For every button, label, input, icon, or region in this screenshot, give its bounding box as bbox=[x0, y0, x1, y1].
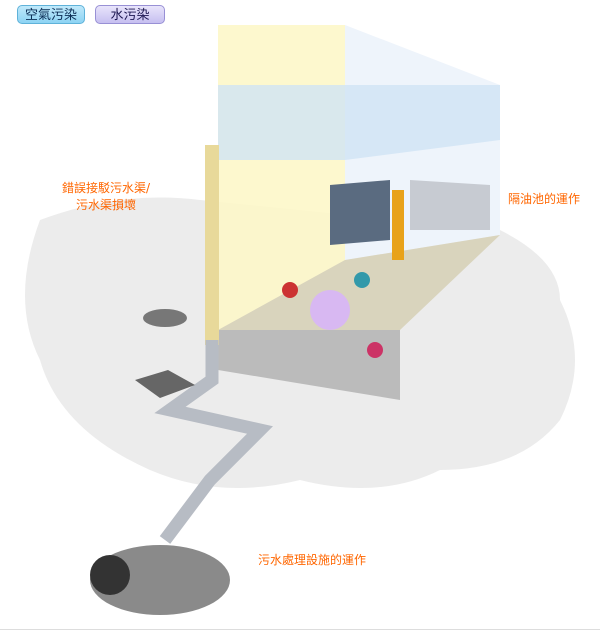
link-misconnection[interactable]: 錯誤接駁污水渠/ 污水渠損壞 bbox=[62, 180, 150, 214]
sewer-pipe bbox=[154, 340, 273, 544]
link-treatment[interactable]: 污水處理設施的運作 bbox=[258, 553, 367, 567]
cook bbox=[392, 190, 404, 260]
treatment-wheel bbox=[90, 555, 130, 595]
vertical-pipe bbox=[205, 145, 219, 345]
tab-air-pollution[interactable]: 空氣污染 bbox=[17, 5, 85, 24]
person bbox=[354, 272, 370, 288]
sink-counter bbox=[410, 180, 490, 230]
person bbox=[367, 342, 383, 358]
drain-grate bbox=[218, 330, 400, 400]
label-line: 錯誤接駁污水渠/ bbox=[62, 181, 151, 195]
label-line: 污水渠損壞 bbox=[76, 198, 137, 212]
manhole bbox=[143, 309, 187, 327]
tab-water-pollution[interactable]: 水污染 bbox=[95, 5, 165, 24]
stove bbox=[330, 180, 390, 245]
manhole-square bbox=[135, 370, 195, 398]
person bbox=[282, 282, 298, 298]
bathroom-floor bbox=[218, 85, 500, 160]
kitchen-floor bbox=[218, 235, 500, 345]
link-grease-trap[interactable]: 隔油池的運作 bbox=[508, 192, 581, 206]
bottom-divider bbox=[0, 629, 600, 634]
table bbox=[310, 290, 350, 330]
